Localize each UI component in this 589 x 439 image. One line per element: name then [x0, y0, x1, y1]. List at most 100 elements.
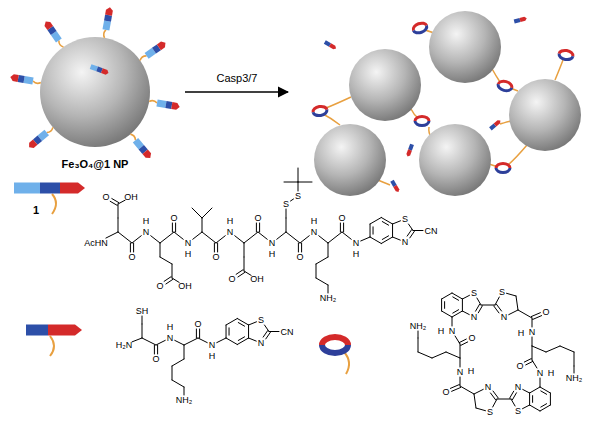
- bond-line: [244, 243, 245, 257]
- atom-label: S: [258, 316, 264, 325]
- bond-line: [373, 227, 374, 234]
- atom-label: H₂N: [116, 341, 133, 350]
- bond-line: [540, 378, 541, 387]
- bond-line: [418, 352, 432, 358]
- bond-line: [226, 325, 227, 338]
- atom-label: O: [442, 388, 449, 397]
- bond-line: [328, 232, 342, 243]
- bond-line: [546, 346, 560, 352]
- bond-line: [248, 325, 249, 338]
- ligand: [27, 125, 55, 150]
- compound-number: 1: [33, 205, 39, 216]
- bond-line: [455, 336, 460, 344]
- bond-line: [244, 271, 251, 275]
- compound-icon: [14, 183, 85, 215]
- bond-line: [286, 209, 287, 218]
- bond-line: [226, 338, 237, 345]
- bond-line: [132, 236, 141, 243]
- bond-line: [142, 338, 156, 345]
- bond-line: [244, 232, 258, 243]
- atom-label: AcHN: [84, 239, 108, 248]
- bond-line: [370, 237, 381, 244]
- bond-line: [237, 319, 248, 326]
- bond-line: [172, 278, 179, 282]
- macrocycle-ring: [312, 105, 327, 116]
- bond-line: [370, 224, 371, 237]
- atom-label: H: [143, 217, 150, 226]
- bond-line: [342, 232, 351, 239]
- bond-line: [460, 344, 461, 358]
- bond-line: [286, 232, 300, 243]
- atom-label: O: [102, 193, 109, 202]
- bond-line: [532, 360, 537, 368]
- bond-line: [460, 386, 474, 394]
- bond-line: [459, 339, 466, 342]
- bond-line: [540, 387, 550, 393]
- bond-line: [410, 231, 415, 238]
- bond-line: [151, 236, 160, 243]
- atom-label: OH: [178, 282, 192, 291]
- bond-line: [259, 223, 260, 232]
- bond-line: [269, 331, 279, 332]
- atom-label: O: [228, 275, 235, 284]
- bond-line: [166, 279, 173, 284]
- bond-line: [550, 393, 551, 405]
- bond-line: [133, 243, 134, 252]
- nanoparticle: [509, 79, 581, 151]
- macrocycle-ring: [496, 164, 510, 173]
- atom-label: N: [269, 239, 276, 248]
- peptide-fragment: [324, 40, 337, 50]
- nanoparticle: [429, 11, 501, 83]
- bond-line: [441, 299, 442, 311]
- bond-line: [497, 399, 511, 400]
- atom-label: OH: [250, 275, 264, 284]
- bond-line: [258, 232, 267, 239]
- ligand: [149, 98, 181, 110]
- bond-line: [118, 218, 119, 232]
- bond-line: [512, 393, 516, 400]
- bond-line: [298, 182, 312, 183]
- atom-label: H: [209, 352, 216, 361]
- peptide-fragment: [489, 119, 502, 130]
- atom-label: H: [353, 250, 360, 259]
- bond-line: [530, 387, 540, 393]
- bond-line: [381, 218, 392, 225]
- bond-line: [452, 317, 453, 326]
- macrocycle-ring: [412, 21, 428, 34]
- bond-line: [493, 391, 498, 398]
- bond-line: [452, 293, 462, 299]
- atom-label: N: [258, 339, 265, 348]
- atom-label: H: [227, 217, 234, 226]
- bond-line: [217, 338, 226, 343]
- bond-line: [217, 243, 218, 252]
- bond-line: [249, 338, 257, 341]
- bond-line: [316, 264, 317, 278]
- bond-line: [160, 232, 174, 243]
- bond-line: [529, 393, 530, 405]
- bond-line: [393, 237, 401, 240]
- bond-line: [202, 208, 212, 218]
- bond-line: [392, 224, 393, 237]
- bond-line: [413, 230, 423, 231]
- bond-line: [118, 200, 125, 204]
- atom-label: O: [296, 253, 303, 262]
- bond-line: [518, 310, 532, 318]
- atom-label: NH₂: [320, 294, 337, 303]
- bond-line: [495, 297, 499, 305]
- bond-line: [516, 296, 518, 310]
- bond-line: [298, 243, 299, 252]
- atom-label: N: [209, 341, 216, 350]
- bond-line: [291, 199, 294, 201]
- bond-line: [172, 366, 173, 380]
- bond-line: [408, 224, 413, 231]
- bond-line: [460, 377, 461, 386]
- atom-label: S: [283, 200, 289, 209]
- atom-label: N: [501, 313, 508, 322]
- bond-line: [298, 182, 299, 191]
- bond-line: [316, 257, 328, 264]
- atom-label: O: [542, 308, 549, 317]
- atom-label: O: [156, 282, 163, 291]
- bond-line: [509, 310, 518, 315]
- bond-line: [192, 208, 202, 218]
